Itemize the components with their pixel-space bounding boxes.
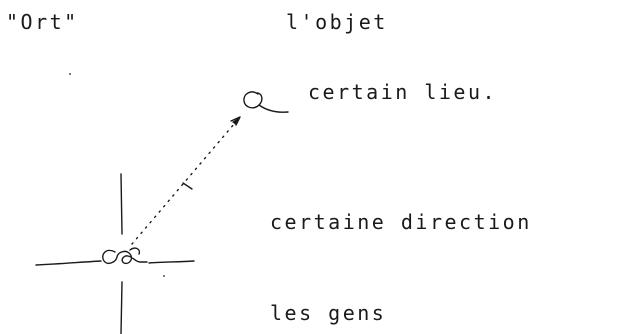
label-certaine-direction: certaine direction [270,210,532,234]
label-certain-lieu: certain lieu. [308,80,498,104]
label-les-gens: les gens [270,301,387,325]
arrowhead-fill [232,117,240,125]
tick-mark [182,182,193,190]
label-objet: l'objet [286,10,388,34]
object-tail [258,104,289,113]
vertical-axis-lower [120,281,123,334]
stray-dot-axis [163,275,165,277]
stray-dot-top [69,73,71,75]
vertical-axis-upper [120,173,123,235]
person-scribble [102,247,148,265]
direction-dotted-line [131,116,241,245]
label-ort: "Ort" [6,10,79,34]
horizontal-axis-left [35,260,102,266]
horizontal-axis-right [148,260,195,264]
object-circle [243,91,263,109]
